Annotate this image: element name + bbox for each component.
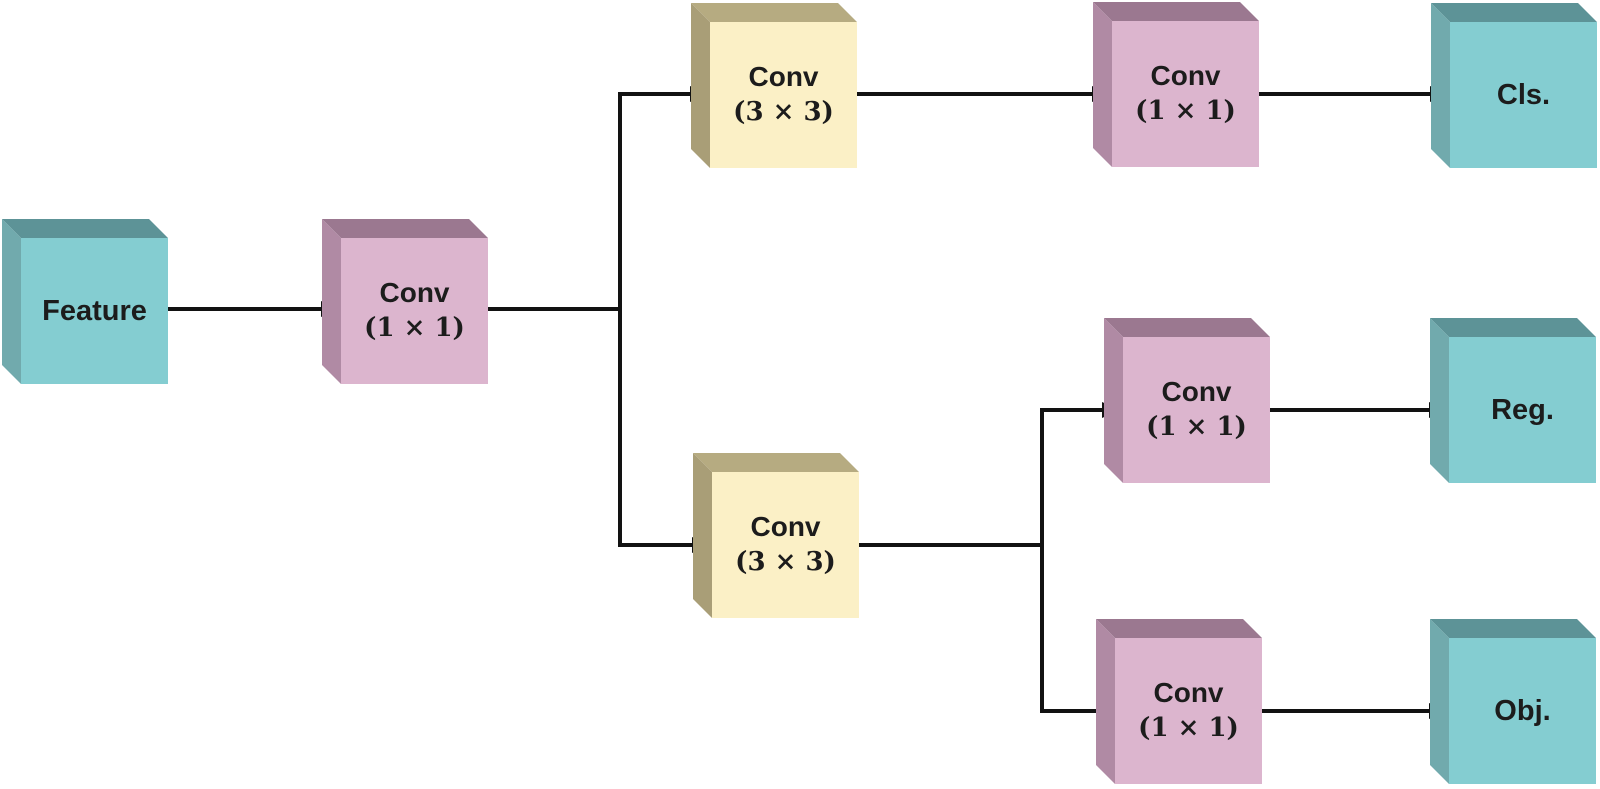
connector-split1-cls bbox=[618, 92, 690, 96]
box-side-face bbox=[1093, 2, 1112, 167]
node-obj-output: Obj. bbox=[1430, 619, 1596, 784]
connector-conv3regobj-out bbox=[855, 543, 1044, 547]
box-side-face bbox=[691, 3, 710, 168]
box-front-face: Cls. bbox=[1450, 22, 1597, 168]
node-kernel-size: (1 × 1) bbox=[1135, 96, 1236, 126]
node-kernel-size: (1 × 1) bbox=[1146, 412, 1247, 442]
node-kernel-size: (3 × 3) bbox=[735, 547, 836, 577]
box-side-face bbox=[322, 219, 341, 384]
node-conv1x1-reg: Conv (1 × 1) bbox=[1104, 318, 1270, 483]
node-label: Conv bbox=[750, 511, 821, 542]
box-top-face bbox=[693, 453, 859, 472]
node-cls-output: Cls. bbox=[1431, 3, 1597, 168]
connector-split2-obj bbox=[1040, 709, 1096, 713]
node-label: Obj. bbox=[1494, 694, 1551, 727]
box-front-face: Feature bbox=[21, 238, 168, 384]
node-kernel-size: (3 × 3) bbox=[733, 97, 834, 127]
box-top-face bbox=[322, 219, 488, 238]
node-reg-output: Reg. bbox=[1430, 318, 1596, 483]
node-conv1x1-obj: Conv (1 × 1) bbox=[1096, 619, 1262, 784]
box-top-face bbox=[1431, 3, 1597, 22]
box-side-face bbox=[693, 453, 712, 618]
connector-feature-stem bbox=[167, 307, 321, 311]
node-label: Reg. bbox=[1491, 393, 1554, 426]
box-front-face: Conv (1 × 1) bbox=[1123, 337, 1270, 483]
connector-split2-vertical bbox=[1040, 408, 1044, 713]
box-front-face: Reg. bbox=[1449, 337, 1596, 483]
box-top-face bbox=[1430, 318, 1596, 337]
connector-split2-reg bbox=[1040, 408, 1102, 412]
box-top-face bbox=[691, 3, 857, 22]
box-side-face bbox=[1096, 619, 1115, 784]
box-front-face: Conv (3 × 3) bbox=[712, 472, 859, 618]
node-label: Conv bbox=[1150, 60, 1221, 91]
node-label: Conv bbox=[748, 61, 819, 92]
node-conv1x1-cls: Conv (1 × 1) bbox=[1093, 2, 1259, 167]
connector-conv1cls-cls bbox=[1259, 92, 1430, 96]
connector-stem-out bbox=[488, 307, 622, 311]
box-front-face: Conv (3 × 3) bbox=[710, 22, 857, 168]
node-kernel-size: (1 × 1) bbox=[1138, 713, 1239, 743]
node-conv3x3-regobj: Conv (3 × 3) bbox=[693, 453, 859, 618]
node-label: Conv bbox=[1161, 376, 1232, 407]
box-side-face bbox=[1104, 318, 1123, 483]
box-top-face bbox=[1096, 619, 1262, 638]
node-feature: Feature bbox=[2, 219, 168, 384]
node-kernel-size: (1 × 1) bbox=[364, 313, 465, 343]
box-top-face bbox=[2, 219, 168, 238]
connector-split1-regobj bbox=[618, 543, 692, 547]
box-front-face: Conv (1 × 1) bbox=[1112, 21, 1259, 167]
box-top-face bbox=[1104, 318, 1270, 337]
node-label: Conv bbox=[1153, 677, 1224, 708]
node-label: Feature bbox=[42, 294, 147, 327]
box-front-face: Conv (1 × 1) bbox=[1115, 638, 1262, 784]
box-front-face: Obj. bbox=[1449, 638, 1596, 784]
box-top-face bbox=[1430, 619, 1596, 638]
connector-conv1reg-reg bbox=[1265, 408, 1429, 412]
box-side-face bbox=[2, 219, 21, 384]
box-top-face bbox=[1093, 2, 1259, 21]
box-side-face bbox=[1430, 619, 1449, 784]
node-label: Conv bbox=[379, 277, 450, 308]
box-side-face bbox=[1431, 3, 1450, 168]
node-label: Cls. bbox=[1496, 78, 1551, 111]
node-conv1x1-stem: Conv (1 × 1) bbox=[322, 219, 488, 384]
connector-conv3cls-conv1cls bbox=[856, 92, 1092, 96]
connector-conv1obj-obj bbox=[1258, 709, 1429, 713]
box-front-face: Conv (1 × 1) bbox=[341, 238, 488, 384]
box-side-face bbox=[1430, 318, 1449, 483]
node-conv3x3-cls: Conv (3 × 3) bbox=[691, 3, 857, 168]
connector-split1-vertical bbox=[618, 92, 622, 547]
